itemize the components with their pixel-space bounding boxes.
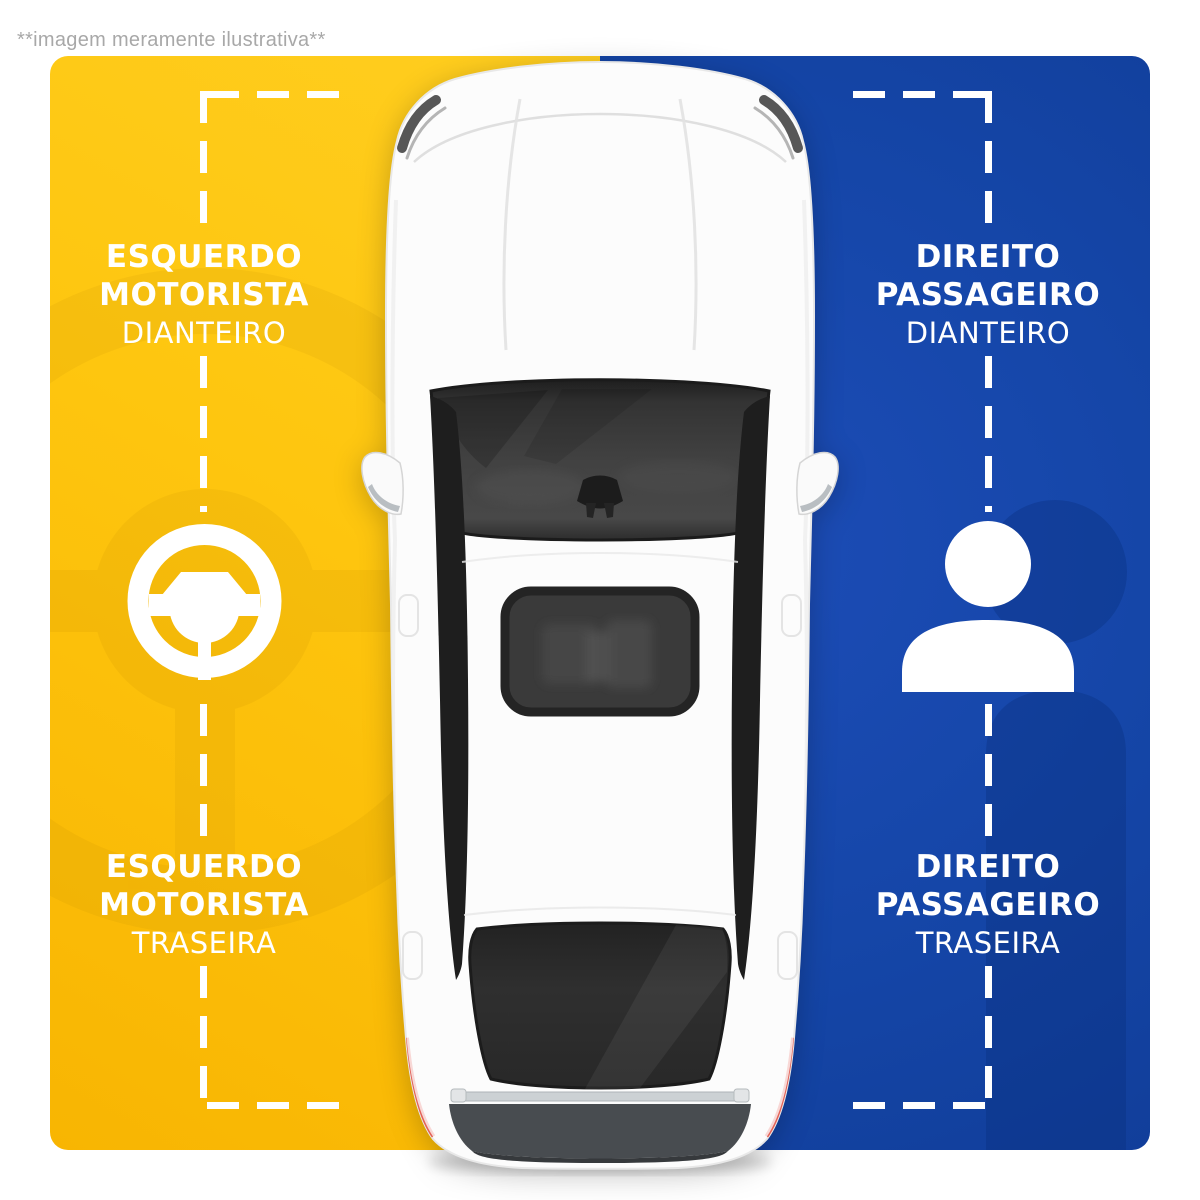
steering-wheel-icon <box>127 524 282 680</box>
left-side-glass <box>430 396 469 980</box>
car-top-view <box>361 60 839 1174</box>
label-front-left: ESQUERDO MOTORISTA DIANTEIRO <box>44 238 364 352</box>
label-line: ESQUERDO <box>105 239 303 275</box>
label-line: DIREITO <box>915 849 1061 885</box>
label-line: MOTORISTA <box>99 887 309 923</box>
label-rear-left: ESQUERDO MOTORISTA TRASEIRA <box>44 848 364 962</box>
label-rear-right: DIREITO PASSAGEIRO TRASEIRA <box>828 848 1148 962</box>
right-side-glass <box>731 396 770 980</box>
label-line: PASSAGEIRO <box>875 887 1101 923</box>
disclaimer-text: **imagem meramente ilustrativa** <box>17 29 326 51</box>
rear-bumper <box>449 1104 751 1159</box>
label-line: DIANTEIRO <box>905 316 1071 350</box>
rear-window <box>468 921 732 1090</box>
left-mirror <box>361 451 404 516</box>
label-line: DIANTEIRO <box>121 316 287 350</box>
passenger-icon <box>902 521 1074 692</box>
label-line: ESQUERDO <box>105 849 303 885</box>
label-line: TRASEIRA <box>131 926 277 960</box>
label-line: MOTORISTA <box>99 277 309 313</box>
label-line: PASSAGEIRO <box>875 277 1101 313</box>
label-line: DIREITO <box>915 239 1061 275</box>
right-mirror <box>796 451 839 516</box>
label-front-right: DIREITO PASSAGEIRO DIANTEIRO <box>828 238 1148 352</box>
label-line: TRASEIRA <box>915 926 1061 960</box>
